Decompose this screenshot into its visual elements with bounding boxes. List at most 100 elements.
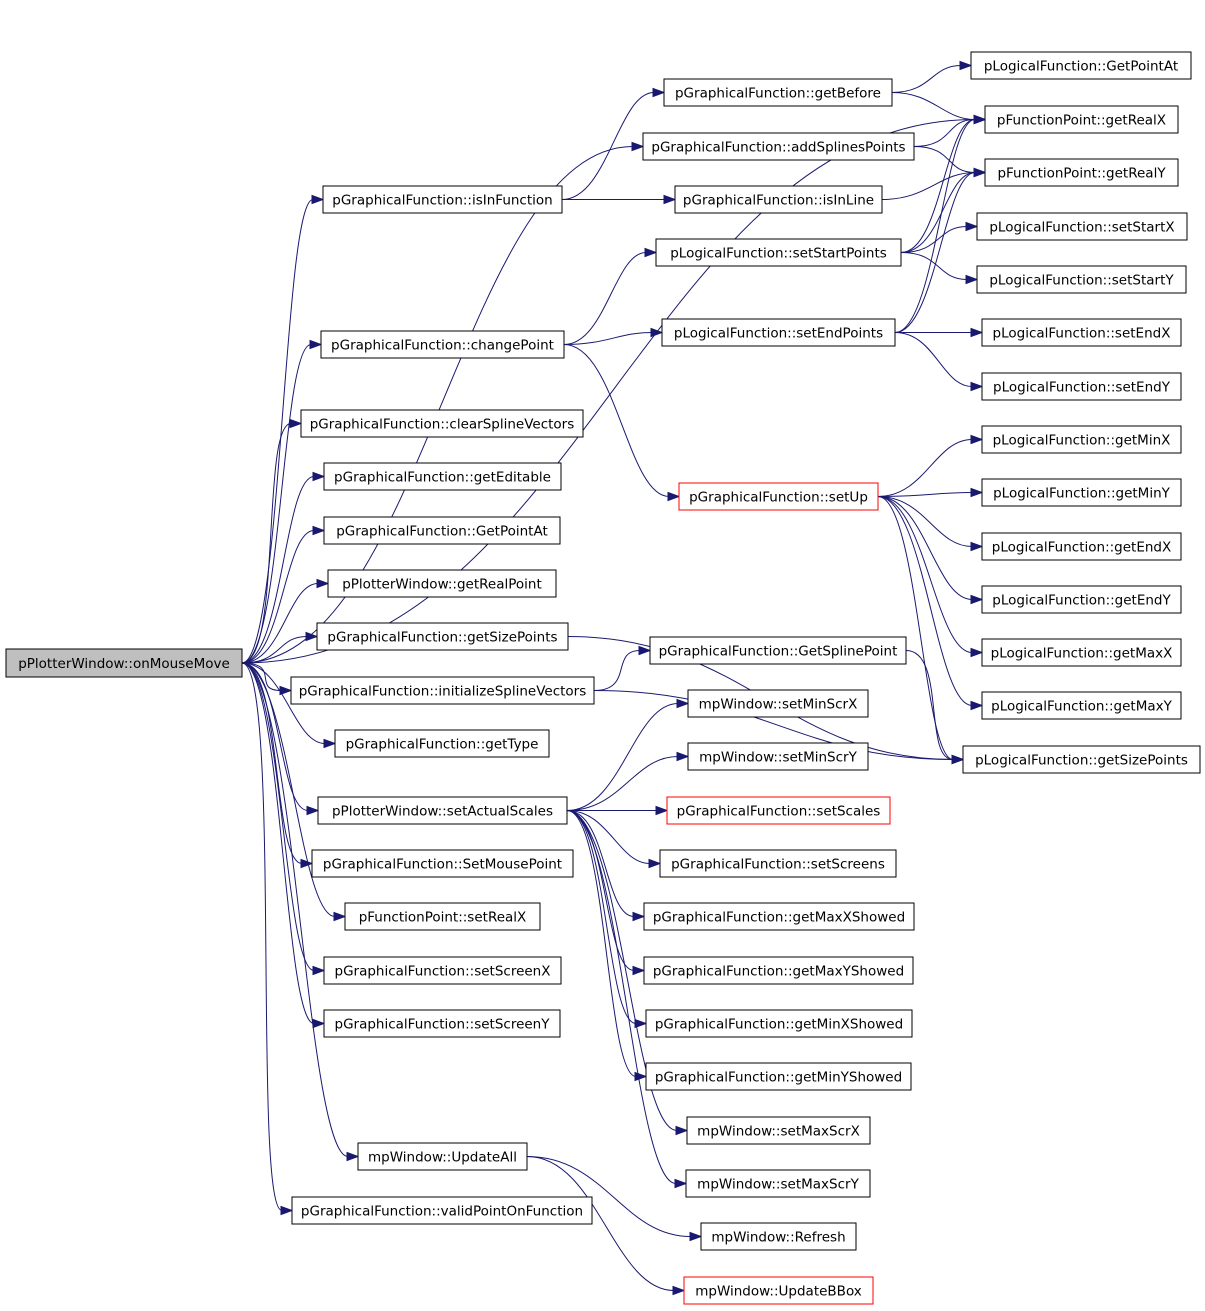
node-box: [327, 569, 557, 598]
node-lf_getMaxY[interactable]: pLogicalFunction::getMaxY: [981, 691, 1182, 720]
node-label: pLogicalFunction::getEndX: [992, 540, 1171, 556]
node-gf_getType[interactable]: pGraphicalFunction::getType: [334, 729, 550, 758]
node-mp_UpdateBBox[interactable]: mpWindow::UpdateBBox: [683, 1276, 874, 1305]
edge-lf_setEndPoints-to-lf_setEndX: [895, 327, 984, 338]
node-label: pGraphicalFunction::setScreenY: [335, 1017, 551, 1033]
node-pw_getRealPoint[interactable]: pPlotterWindow::getRealPoint: [327, 569, 557, 598]
node-label: pLogicalFunction::getMinY: [993, 486, 1171, 502]
node-lf_setEndX[interactable]: pLogicalFunction::setEndX: [981, 318, 1182, 347]
node-box: [683, 1276, 874, 1305]
node-label: pPlotterWindow::setActualScales: [332, 804, 553, 820]
node-fp_getRealX[interactable]: pFunctionPoint::getRealX: [984, 105, 1179, 134]
node-mp_setMinScrY[interactable]: mpWindow::setMinScrY: [687, 742, 869, 771]
node-pw_setActualScales[interactable]: pPlotterWindow::setActualScales: [317, 796, 568, 825]
edge-root-to-pw_getRealPoint: [241, 578, 330, 664]
node-gf_validPointOnFunction[interactable]: pGraphicalFunction::validPointOnFunction: [291, 1196, 593, 1225]
node-box: [981, 478, 1182, 507]
node-gf_addSplinesPoints[interactable]: pGraphicalFunction::addSplinesPoints: [642, 132, 915, 161]
edge-pw_setActualScales-to-mp_setMinScrY: [566, 751, 690, 811]
node-box: [663, 78, 893, 107]
edge-mp_UpdateAll-to-mp_UpdateBBox: [526, 1156, 686, 1296]
node-label: pGraphicalFunction::setScreenX: [335, 964, 551, 980]
node-box: [981, 372, 1182, 401]
node-box: [655, 238, 902, 267]
edge-mp_UpdateAll-to-mp_Refresh: [526, 1156, 703, 1242]
node-mp_Refresh[interactable]: mpWindow::Refresh: [700, 1222, 857, 1251]
node-gf_SetMousePoint[interactable]: pGraphicalFunction::SetMousePoint: [311, 849, 574, 878]
edge-lf_setStartPoints-to-lf_setStartY: [900, 252, 979, 285]
node-box: [687, 742, 869, 771]
node-box: [674, 185, 883, 214]
node-box: [666, 796, 891, 825]
node-fp_setRealX[interactable]: pFunctionPoint::setRealX: [344, 902, 541, 931]
node-label: pGraphicalFunction::getMinXShowed: [655, 1017, 903, 1033]
node-label: pGraphicalFunction::initializeSplineVect…: [299, 684, 587, 700]
node-box: [659, 849, 897, 878]
edge-lf_setEndPoints-to-lf_setEndY: [894, 332, 984, 392]
node-label: pLogicalFunction::getSizePoints: [975, 753, 1188, 769]
node-mp_setMaxScrX[interactable]: mpWindow::setMaxScrX: [686, 1116, 871, 1145]
node-label: pGraphicalFunction::changePoint: [331, 338, 554, 354]
node-lf_getEndX[interactable]: pLogicalFunction::getEndX: [981, 532, 1182, 561]
node-lf_setEndY[interactable]: pLogicalFunction::setEndY: [981, 372, 1182, 401]
node-mp_setMinScrX[interactable]: mpWindow::setMinScrX: [687, 689, 869, 718]
node-gf_initializeSplineVectors[interactable]: pGraphicalFunction::initializeSplineVect…: [290, 676, 595, 705]
node-label: pGraphicalFunction::setScales: [677, 804, 881, 820]
node-label: pGraphicalFunction::getMinYShowed: [655, 1070, 902, 1086]
node-box: [984, 158, 1179, 187]
node-box: [317, 796, 568, 825]
node-gf_GetPointAt[interactable]: pGraphicalFunction::GetPointAt: [323, 516, 561, 545]
node-lf_setStartX[interactable]: pLogicalFunction::setStartX: [976, 212, 1188, 241]
node-label: pFunctionPoint::setRealX: [359, 910, 527, 926]
node-gf_setScales[interactable]: pGraphicalFunction::setScales: [666, 796, 891, 825]
node-mp_setMaxScrY[interactable]: mpWindow::setMaxScrY: [685, 1169, 871, 1198]
edge-pw_setActualScales-to-gf_getMaxYShowed: [566, 810, 646, 976]
node-box: [322, 185, 563, 214]
node-gf_isInFunction[interactable]: pGraphicalFunction::isInFunction: [322, 185, 563, 214]
node-label: pGraphicalFunction::setScreens: [671, 857, 885, 873]
node-lf_setEndPoints[interactable]: pLogicalFunction::setEndPoints: [661, 318, 896, 347]
node-label: mpWindow::setMinScrY: [699, 750, 857, 766]
node-gf_setScreens[interactable]: pGraphicalFunction::setScreens: [659, 849, 897, 878]
node-fp_getRealY[interactable]: pFunctionPoint::getRealY: [984, 158, 1179, 187]
node-gf_GetSplinePoint[interactable]: pGraphicalFunction::GetSplinePoint: [649, 636, 907, 665]
node-gf_getBefore[interactable]: pGraphicalFunction::getBefore: [663, 78, 893, 107]
node-gf_getEditable[interactable]: pGraphicalFunction::getEditable: [323, 462, 562, 491]
node-box: [316, 622, 569, 651]
node-label: mpWindow::setMinScrX: [699, 697, 858, 713]
edge-gf_setUp-to-lf_getEndX: [877, 496, 984, 552]
node-lf_getMinY[interactable]: pLogicalFunction::getMinY: [981, 478, 1182, 507]
node-lf_setStartPoints[interactable]: pLogicalFunction::setStartPoints: [655, 238, 902, 267]
node-gf_getMinXShowed[interactable]: pGraphicalFunction::getMinXShowed: [645, 1009, 913, 1038]
node-label: pGraphicalFunction::getSizePoints: [327, 630, 557, 646]
node-gf_getMaxYShowed[interactable]: pGraphicalFunction::getMaxYShowed: [643, 956, 914, 985]
node-label: pGraphicalFunction::getBefore: [675, 86, 881, 102]
node-lf_getMaxX[interactable]: pLogicalFunction::getMaxX: [981, 638, 1182, 667]
node-label: pGraphicalFunction::isInFunction: [332, 193, 552, 209]
node-gf_isInLine[interactable]: pGraphicalFunction::isInLine: [674, 185, 883, 214]
node-box: [970, 51, 1192, 80]
node-mp_UpdateAll[interactable]: mpWindow::UpdateAll: [357, 1142, 528, 1171]
node-box: [320, 330, 565, 359]
node-box: [981, 638, 1182, 667]
node-gf_getMaxXShowed[interactable]: pGraphicalFunction::getMaxXShowed: [643, 902, 915, 931]
node-gf_getMinYShowed[interactable]: pGraphicalFunction::getMinYShowed: [645, 1062, 912, 1091]
node-root[interactable]: pPlotterWindow::onMouseMove: [5, 648, 243, 678]
node-lf_getSizePoints[interactable]: pLogicalFunction::getSizePoints: [962, 745, 1201, 774]
node-box: [678, 482, 879, 511]
node-gf_setScreenY[interactable]: pGraphicalFunction::setScreenY: [323, 1009, 561, 1038]
node-lf_getMinX[interactable]: pLogicalFunction::getMinX: [981, 425, 1182, 454]
node-lf_getEndY[interactable]: pLogicalFunction::getEndY: [981, 585, 1182, 614]
node-gf_changePoint[interactable]: pGraphicalFunction::changePoint: [320, 330, 565, 359]
node-box: [323, 462, 562, 491]
node-label: mpWindow::setMaxScrX: [697, 1124, 860, 1140]
node-label: pGraphicalFunction::getMaxYShowed: [653, 964, 904, 980]
node-gf_setScreenX[interactable]: pGraphicalFunction::setScreenX: [323, 956, 562, 985]
edges-layer: [241, 60, 987, 1296]
node-lf_setStartY[interactable]: pLogicalFunction::setStartY: [976, 265, 1187, 294]
node-gf_setUp[interactable]: pGraphicalFunction::setUp: [678, 482, 879, 511]
node-lf_GetPointAt[interactable]: pLogicalFunction::GetPointAt: [970, 51, 1192, 80]
node-gf_getSizePoints[interactable]: pGraphicalFunction::getSizePoints: [316, 622, 569, 651]
edge-gf_setUp-to-lf_getSizePoints: [877, 496, 965, 765]
node-gf_clearSplineVectors[interactable]: pGraphicalFunction::clearSplineVectors: [300, 409, 584, 438]
